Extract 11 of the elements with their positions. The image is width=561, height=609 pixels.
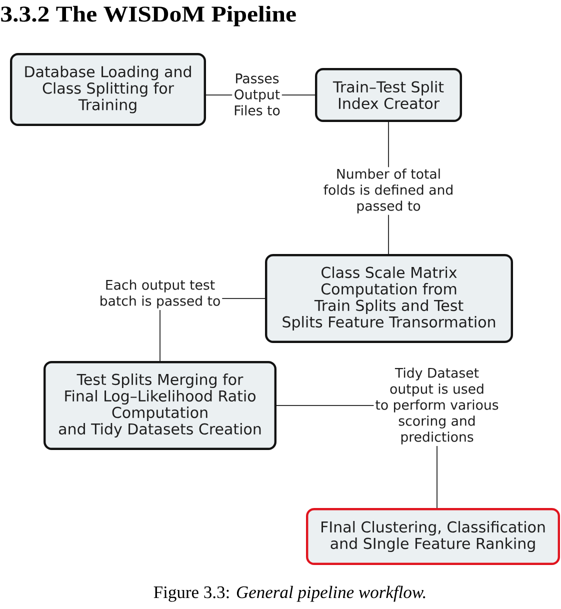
edge-label: Number of total folds is defined and passed to xyxy=(322,167,456,215)
process-box: Train–Test Split Index Creator xyxy=(315,68,462,122)
section-heading: 3.3.2 The WISDoM Pipeline xyxy=(1,6,296,26)
edge-label: Passes Output Files to xyxy=(232,72,282,117)
edge-label: Tidy Dataset output is used to perform various scoring and predictions xyxy=(374,366,500,446)
process-box: Test Splits Merging for Final Log–Likelihood Ratio Computation and Tidy Datasets Creation xyxy=(44,361,276,450)
figure-caption: Figure 3.3: General pipeline workflow. xyxy=(154,586,426,602)
edge-label: Each output test batch is passed to xyxy=(98,278,222,310)
process-box: Database Loading and Class Splitting for Training xyxy=(10,53,206,126)
process-box: FInal Clustering, Classification and SIngle Feature Ranking xyxy=(306,508,560,565)
process-box: Class Scale Matrix Computation from Train Splits and Test Splits Feature Transormation xyxy=(265,254,513,343)
